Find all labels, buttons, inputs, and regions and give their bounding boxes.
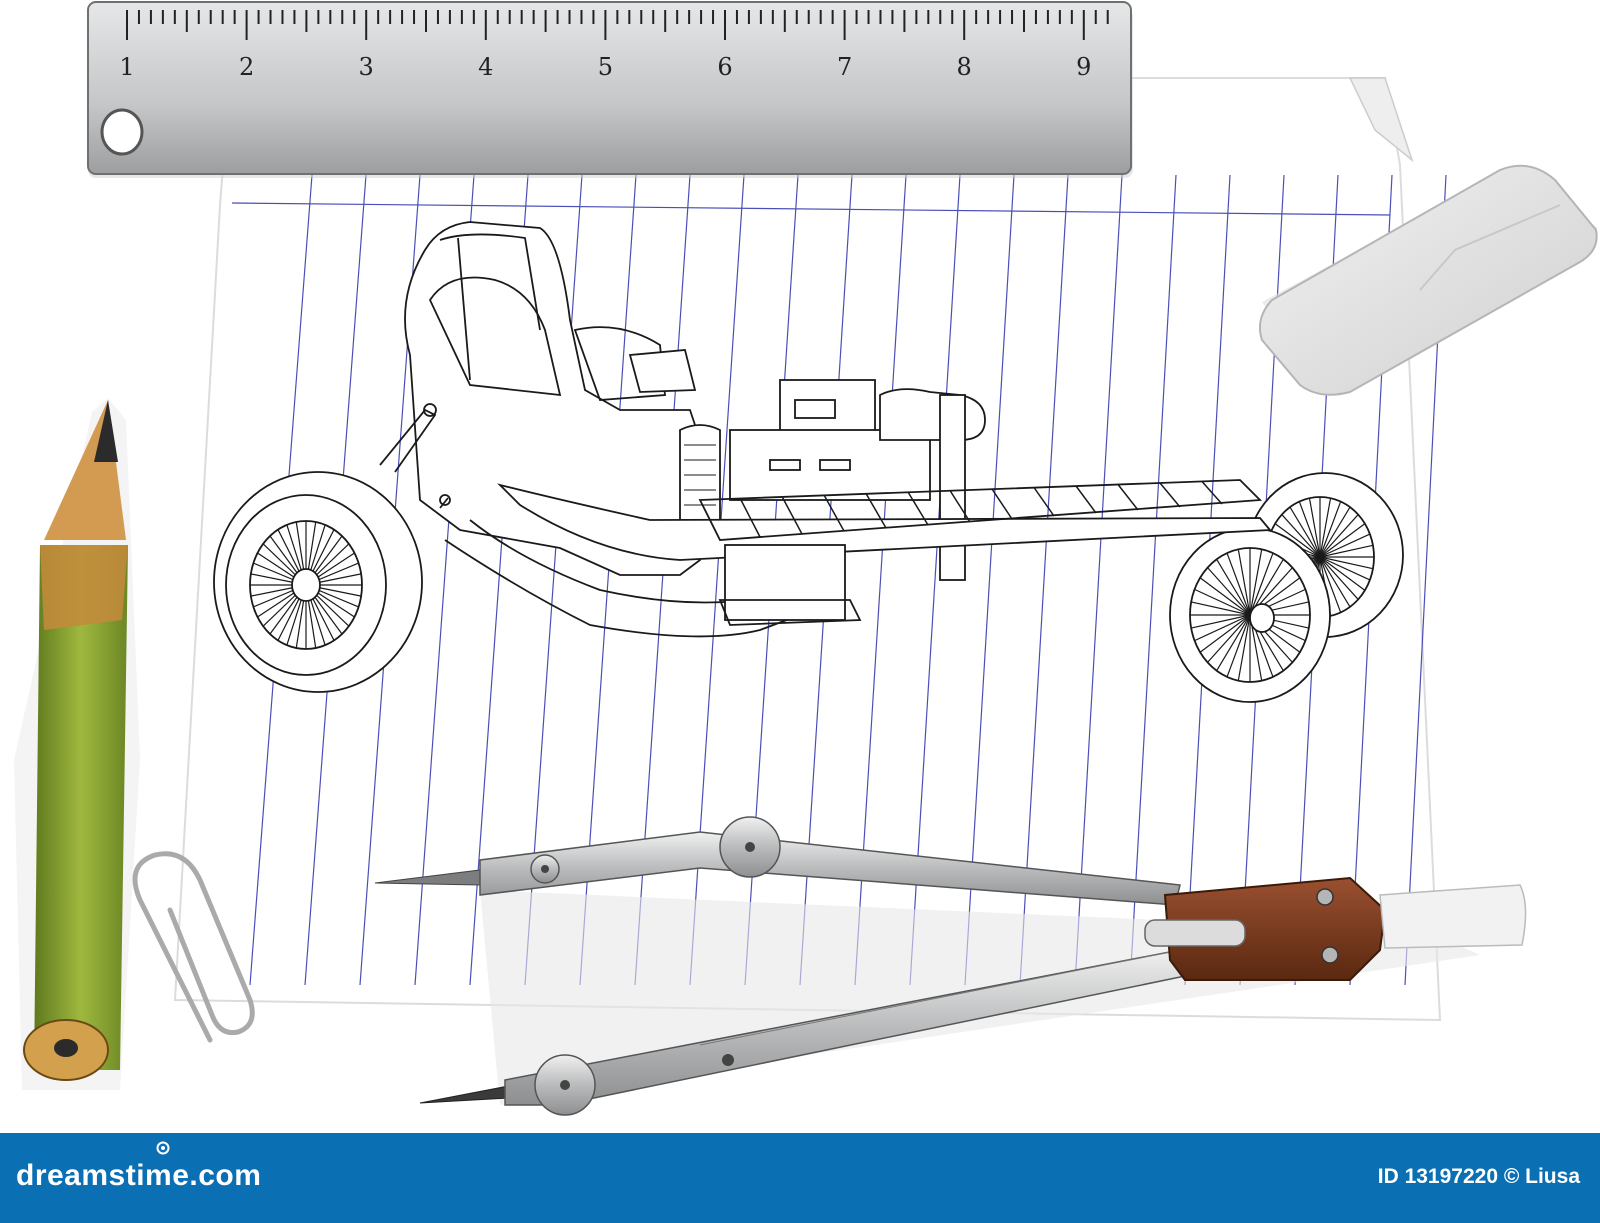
ruler-number: 5: [598, 53, 613, 81]
wheel-spoke: [1249, 549, 1263, 616]
ruler-icon: 1 2 3 4 5 6 7 8 9: [87, 1, 1133, 178]
ruled-line: [909, 174, 961, 986]
wheel-spoke: [1319, 533, 1371, 558]
wheel-spoke: [1319, 556, 1342, 613]
wheel-spoke: [1319, 556, 1359, 600]
wheel-spoke: [1319, 498, 1332, 558]
wheel-spoke: [1194, 588, 1251, 616]
chassis-rung: [991, 488, 1013, 520]
wheel-spoke: [1319, 544, 1374, 558]
wheel-spoke: [1319, 556, 1366, 591]
ruler-number: 9: [1076, 53, 1091, 81]
chassis-rung: [949, 490, 971, 523]
pencil-icon: [14, 398, 140, 1090]
ruled-line: [1019, 174, 1069, 986]
chassis-rung: [907, 491, 929, 526]
wheel-spoke: [1237, 614, 1251, 681]
chassis-rung: [739, 497, 761, 538]
chassis-rung: [781, 496, 803, 535]
ruler-number: 2: [239, 53, 254, 81]
chassis-rung: [1117, 484, 1139, 511]
wheel-spoke: [1207, 614, 1251, 663]
wheel-spoke: [1191, 614, 1251, 629]
chassis-rung: [1033, 487, 1055, 517]
chassis-rung: [1159, 482, 1181, 508]
wheel-spoke: [1194, 614, 1251, 642]
eraser-icon: [1259, 164, 1598, 396]
ruler-number: 7: [837, 53, 852, 81]
chassis-rung: [1201, 481, 1223, 505]
wheel-spoke: [1226, 614, 1251, 678]
brand-watermark-text: dreamstime.com: [16, 1159, 262, 1192]
ruler-number: 3: [359, 53, 374, 81]
wheel-spoke: [1199, 614, 1251, 653]
stock-photo-footer-bar: dreamstime.com ID 13197220 © Liusa: [0, 1133, 1600, 1223]
ruled-line: [524, 174, 583, 986]
chassis-rung: [1075, 485, 1097, 514]
ruled-line: [1074, 174, 1123, 986]
ruled-line: [1129, 174, 1177, 986]
wheel-spoke: [1281, 514, 1321, 558]
wheel-spoke: [1298, 501, 1321, 558]
dragster-car-sketch: [213, 221, 1404, 703]
wheel-spoke: [1289, 506, 1321, 558]
wheel-spoke: [1237, 549, 1251, 616]
wheel-spoke: [1249, 552, 1274, 616]
ruler-number: 6: [717, 53, 732, 81]
wheel-spoke: [1319, 506, 1351, 558]
wheel-spoke: [1319, 556, 1374, 570]
wheel-spoke: [1319, 556, 1371, 581]
paperclip-icon: [132, 851, 255, 1043]
wheel-spoke: [1319, 556, 1351, 608]
ruler-number: 4: [478, 53, 493, 81]
wheel-spoke: [1319, 514, 1359, 558]
wheel-spoke: [1319, 501, 1342, 558]
compass-icon: [374, 816, 1527, 1116]
ruler-number: 8: [957, 53, 972, 81]
wheel-spoke: [1274, 523, 1321, 558]
image-id-credit: ID 13197220 © Liusa: [1377, 1165, 1580, 1188]
wheel-spoke: [1199, 577, 1251, 616]
illustration-canvas: 1 2 3 4 5 6 7 8 9: [14, 1, 1598, 1116]
wheel-spoke: [1207, 567, 1251, 616]
wheel-spoke: [1216, 558, 1251, 616]
wheel-spoke: [1191, 601, 1251, 616]
ruled-line: [964, 174, 1015, 986]
spiral-logo-icon: [156, 1141, 170, 1155]
ruler-number: 1: [119, 53, 134, 81]
wheel-spoke: [1216, 614, 1251, 672]
chassis-rung: [865, 493, 887, 529]
wheel-spoke: [1319, 523, 1366, 558]
wheel-spoke: [1226, 552, 1251, 616]
wheel-spoke: [1308, 498, 1321, 558]
chassis-rung: [823, 494, 845, 532]
